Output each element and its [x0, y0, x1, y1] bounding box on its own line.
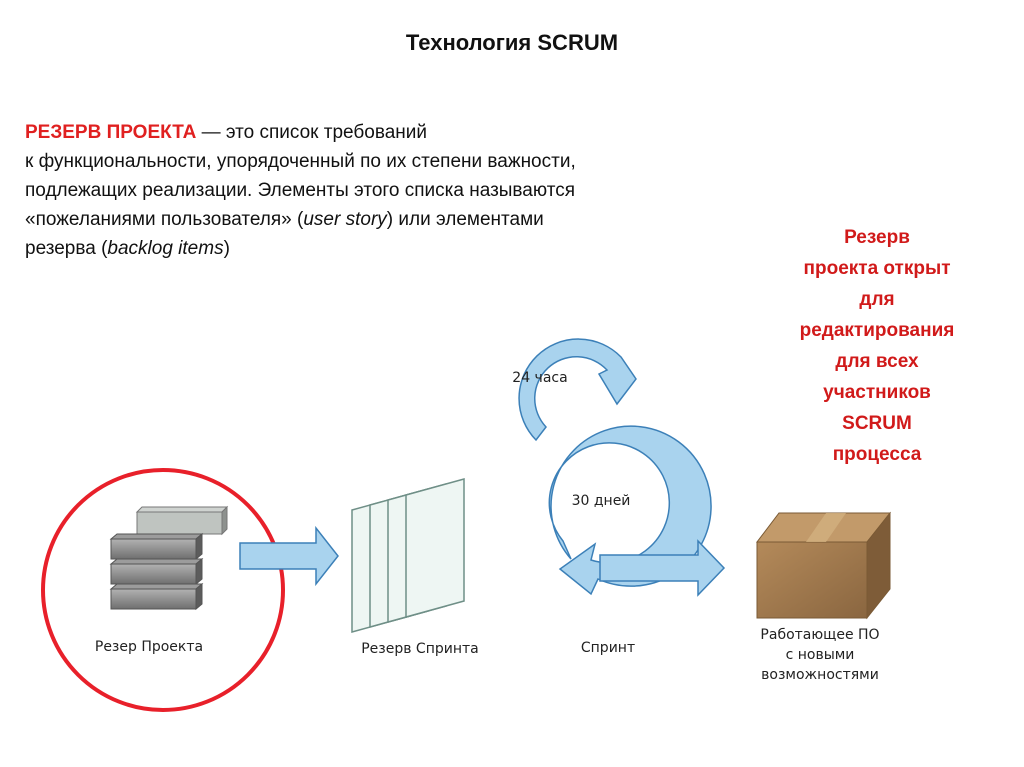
- side-note-line: процесса: [832, 444, 922, 465]
- definition-text: к функциональности, упорядоченный по их …: [25, 151, 576, 172]
- definition-text: резерва (: [25, 238, 108, 259]
- definition-text: ) или элементами: [386, 209, 544, 230]
- daily-cycle-label: 24 часа: [512, 370, 567, 386]
- side-note-line: для всех: [835, 351, 919, 372]
- side-note: Резерв проекта открыт для редактирования…: [762, 222, 992, 470]
- definition-emphasis: user story: [303, 209, 387, 230]
- stage-label-product-backlog: Резер Проекта: [95, 639, 203, 655]
- definition-text: «пожеланиями пользователя» (: [25, 209, 304, 230]
- sprint-backlog-sheets-icon: [351, 478, 465, 633]
- side-note-line: проекта открыт: [803, 258, 951, 279]
- defined-term: РЕЗЕРВ ПРОЕКТА: [25, 122, 197, 143]
- definition-text: ): [223, 238, 230, 259]
- stage-label-working-product: с новыми: [786, 647, 855, 663]
- stage-label-sprint-backlog: Резерв Спринта: [361, 641, 479, 657]
- definition-text: подлежащих реализации. Элементы этого сп…: [25, 180, 575, 201]
- arrow-right-icon: [599, 539, 726, 597]
- product-backlog-stack-icon: [109, 505, 229, 611]
- product-box-icon: [755, 511, 892, 620]
- stage-label-sprint: Спринт: [581, 640, 635, 656]
- side-note-line: редактирования: [799, 320, 955, 341]
- definition-text: — это список требований: [196, 122, 428, 143]
- stage-label-working-product: Работающее ПО: [760, 627, 879, 643]
- sprint-cycle-arrow-icon: [548, 425, 712, 596]
- side-note-line: Резерв: [844, 227, 910, 248]
- side-note-line: участников: [823, 382, 931, 403]
- daily-cycle-arrow-icon: [518, 338, 637, 442]
- definition-paragraph: РЕЗЕРВ ПРОЕКТА — это список требований к…: [25, 118, 785, 263]
- definition-emphasis: backlog items: [107, 238, 224, 259]
- side-note-line: SCRUM: [842, 413, 912, 434]
- sprint-cycle-label: 30 дней: [572, 493, 631, 509]
- highlight-circle: [41, 468, 285, 712]
- side-note-line: для: [859, 289, 895, 310]
- arrow-right-icon: [239, 525, 339, 587]
- slide-title: Технология SCRUM: [405, 30, 619, 55]
- stage-label-working-product: возможностями: [761, 667, 879, 683]
